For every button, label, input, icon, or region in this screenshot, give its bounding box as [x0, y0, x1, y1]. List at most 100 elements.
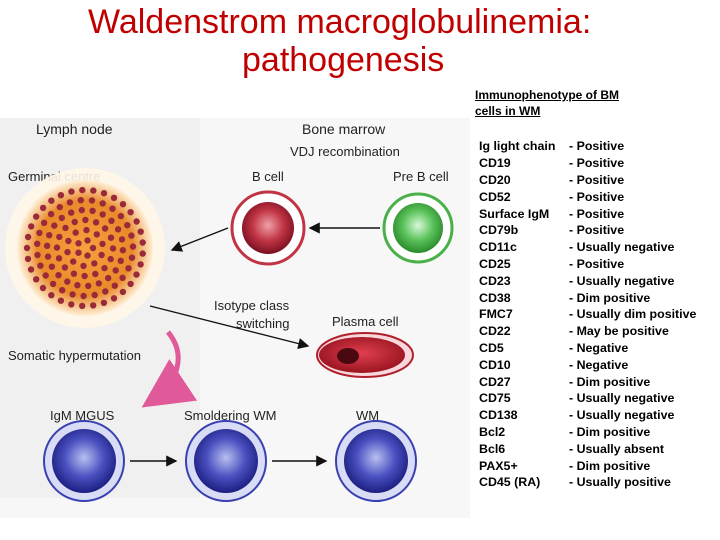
- somatic-hypermutation-label: Somatic hypermutation: [8, 348, 141, 363]
- marker-status: - Positive: [569, 188, 696, 205]
- marker-name: Bcl6: [479, 440, 569, 457]
- germinal-centre-cell-dot: [65, 238, 71, 244]
- marker-status: - Usually negative: [569, 390, 696, 407]
- germinal-centre-cell-dot: [56, 234, 62, 240]
- germinal-centre-cell-dot: [34, 241, 40, 247]
- germinal-centre-cell-dot: [108, 218, 114, 224]
- germinal-centre-cell-dot: [80, 293, 86, 299]
- immunophenotype-row: CD19- Positive: [479, 155, 696, 172]
- marker-status: - Negative: [569, 356, 696, 373]
- marker-name: CD138: [479, 407, 569, 424]
- germinal-centre-cell-dot: [46, 232, 52, 238]
- immunophenotype-row: Surface IgM- Positive: [479, 205, 696, 222]
- marker-status: - Dim positive: [569, 457, 696, 474]
- immunophenotype-row: CD23- Usually negative: [479, 272, 696, 289]
- immunophenotype-row: CD11c- Usually negative: [479, 239, 696, 256]
- germinal-centre-cell-dot: [111, 195, 117, 201]
- germinal-centre-cell-dot: [110, 245, 116, 251]
- germinal-centre-cell-dot: [90, 302, 96, 308]
- germinal-centre-cell-dot: [127, 281, 133, 287]
- germinal-centre-cell-dot: [90, 245, 96, 251]
- immunophenotype-row: CD25- Positive: [479, 256, 696, 273]
- immunophenotype-row: PAX5+- Dim positive: [479, 457, 696, 474]
- title-line-2: pathogenesis: [242, 42, 720, 79]
- smoldering-wm-nucleus: [194, 429, 258, 493]
- germinal-centre-cell-dot: [82, 217, 88, 223]
- germinal-centre-cell-dot: [64, 249, 70, 255]
- b-cell-nucleus: [242, 202, 294, 254]
- germinal-centre-cell-dot: [102, 225, 108, 231]
- marker-status: - Dim positive: [569, 289, 696, 306]
- germinal-centre-cell-dot: [33, 213, 39, 219]
- germinal-centre-cell-dot: [71, 271, 77, 277]
- isotype-switching-label-1: Isotype class: [214, 298, 290, 313]
- germinal-centre-cell-dot: [91, 260, 97, 266]
- germinal-centre-cell-dot: [33, 276, 39, 282]
- germinal-centre-cell-dot: [28, 266, 34, 272]
- marker-status: - Positive: [569, 155, 696, 172]
- germinal-centre-cell-dot: [124, 222, 130, 228]
- germinal-centre-cell-dot: [133, 218, 139, 224]
- germinal-centre-cell-dot: [89, 197, 95, 203]
- germinal-centre-cell-dot: [90, 187, 96, 193]
- germinal-centre-cell-dot: [120, 201, 126, 207]
- immunophenotype-row: CD45 (RA)- Usually positive: [479, 474, 696, 491]
- marker-name: CD19: [479, 155, 569, 172]
- germinal-centre-cell-dot: [100, 211, 106, 217]
- b-cell-label: B cell: [252, 169, 284, 184]
- germinal-centre-cell-dot: [45, 253, 51, 259]
- marker-status: - Usually negative: [569, 407, 696, 424]
- germinal-centre-cell-dot: [48, 292, 54, 298]
- germinal-centre-cell-dot: [68, 209, 74, 215]
- germinal-centre-cell-dot: [58, 192, 64, 198]
- germinal-centre-cell-dot: [84, 237, 90, 243]
- immunophenotype-table: Ig light chain- PositiveCD19- PositiveCD…: [479, 138, 696, 491]
- marker-name: FMC7: [479, 306, 569, 323]
- marker-name: CD38: [479, 289, 569, 306]
- marker-status: - Negative: [569, 340, 696, 357]
- germinal-centre-cell-dot: [130, 243, 136, 249]
- germinal-centre-cell-dot: [28, 223, 34, 229]
- immunophenotype-row: CD52- Positive: [479, 188, 696, 205]
- germinal-centre-cell-dot: [113, 267, 119, 273]
- germinal-centre-cell-dot: [108, 235, 114, 241]
- germinal-centre-cell-dot: [80, 263, 86, 269]
- germinal-centre-cell-dot: [115, 226, 121, 232]
- germinal-centre-cell-dot: [128, 232, 134, 238]
- marker-status: - Dim positive: [569, 373, 696, 390]
- germinal-centre-cell-dot: [49, 264, 55, 270]
- germinal-centre-cell-dot: [51, 222, 57, 228]
- marker-status: - Dim positive: [569, 424, 696, 441]
- germinal-centre-cell-dot: [73, 229, 79, 235]
- germinal-centre-cell-dot: [79, 187, 85, 193]
- germinal-centre-cell-dot: [96, 280, 102, 286]
- marker-name: CD79b: [479, 222, 569, 239]
- immunophenotype-row: CD10- Negative: [479, 356, 696, 373]
- germinal-centre-cell-dot: [119, 275, 125, 281]
- marker-name: CD27: [479, 373, 569, 390]
- immunophenotype-row: CD20- Positive: [479, 172, 696, 189]
- germinal-centre-cell-dot: [41, 220, 47, 226]
- marker-status: - Usually absent: [569, 440, 696, 457]
- marker-status: - Positive: [569, 222, 696, 239]
- marker-status: - Positive: [569, 256, 696, 273]
- marker-name: CD52: [479, 188, 569, 205]
- germinal-centre-cell-dot: [68, 301, 74, 307]
- marker-status: - May be positive: [569, 323, 696, 340]
- germinal-centre-cell-dot: [55, 272, 61, 278]
- marker-name: CD20: [479, 172, 569, 189]
- germinal-centre-cell-dot: [125, 265, 131, 271]
- vdj-label: VDJ recombination: [290, 144, 400, 159]
- germinal-centre-cell-dot: [118, 213, 124, 219]
- immunophenotype-row: CD22- May be positive: [479, 323, 696, 340]
- marker-name: PAX5+: [479, 457, 569, 474]
- germinal-centre-cell-dot: [40, 205, 46, 211]
- lymph-node-label: Lymph node: [36, 121, 113, 137]
- igm-mgus-nucleus: [52, 429, 116, 493]
- germinal-centre-cell-dot: [74, 282, 80, 288]
- germinal-centre-cell-dot: [101, 300, 107, 306]
- marker-status: - Positive: [569, 172, 696, 189]
- germinal-centre-cell-dot: [79, 303, 85, 309]
- germinal-centre-cell-dot: [108, 256, 114, 262]
- marker-name: CD22: [479, 323, 569, 340]
